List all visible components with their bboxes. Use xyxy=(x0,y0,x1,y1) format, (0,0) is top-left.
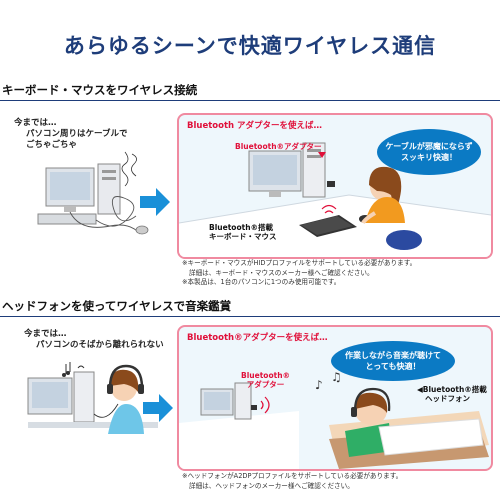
section2-device-label-line1: ◀Bluetooth®搭載 xyxy=(417,385,487,394)
section1-adapter-label: Bluetooth®アダプター xyxy=(235,142,322,151)
section2-before-text: 今までは… パソコンのそばから離れられない xyxy=(24,329,164,351)
svg-text:♫: ♫ xyxy=(331,370,342,384)
section2-heading: ヘッドフォンを使ってワイヤレスで音楽鑑賞 xyxy=(2,299,232,313)
section1-after-panel: Bluetooth アダプターを使えば… Bluetooth®アダプター ケーブ… xyxy=(177,113,493,259)
section1-arrow-icon xyxy=(140,188,170,216)
wireless-keyboard-illustration xyxy=(179,142,491,257)
section1-before-line1: 今までは… xyxy=(14,118,57,128)
section2-notes: ※ヘッドフォンがA2DPプロファイルをサポートしている必要があります。 詳細は、… xyxy=(182,472,402,491)
cluttered-pc-illustration xyxy=(37,151,149,235)
section2-panel-label: Bluetooth®アダプターを使えば… xyxy=(187,333,328,343)
section1-device-label-line1: Bluetooth®搭載 xyxy=(209,223,274,232)
section2-adapter-label-line1: Bluetooth® xyxy=(241,371,291,380)
section2-bubble-line1: 作業しながら音楽が聴けて xyxy=(345,351,441,360)
section1-panel-label: Bluetooth アダプターを使えば… xyxy=(187,121,323,131)
section1-before-line2: パソコン周りはケーブルで xyxy=(26,129,128,139)
section2-adapter-label-line2: アダプター xyxy=(246,380,285,389)
adapter-pointer-icon xyxy=(318,152,326,158)
section1-bubble-line2: スッキリ快適！ xyxy=(401,153,457,162)
section2-device-label-line2: ヘッドフォン xyxy=(425,394,470,403)
section2-device-label: ◀Bluetooth®搭載 ヘッドフォン xyxy=(417,385,487,403)
section2-arrow-icon xyxy=(143,394,173,422)
section1-divider xyxy=(0,100,500,101)
section1-device-label: Bluetooth®搭載 キーボード・マウス xyxy=(209,223,277,241)
section2-before-line1: 今までは… xyxy=(24,329,67,339)
svg-text:♪: ♪ xyxy=(315,378,323,392)
section2-adapter-label: Bluetooth® アダプター xyxy=(241,371,290,389)
section2-note-line2: 詳細は、ヘッドフォンのメーカー様へご確認ください。 xyxy=(189,481,354,490)
section1-notes: ※キーボード・マウスがHIDプロファイルをサポートしている必要があります。 詳細… xyxy=(182,259,416,288)
section2-after-panel: ♪ ♫ Bluetooth®アダプターを使えば… Bluetooth® アダプタ… xyxy=(177,325,493,471)
section2-divider xyxy=(0,316,500,317)
section1-note-line2: 詳細は、キーボード・マウスのメーカー様へご確認ください。 xyxy=(189,268,374,277)
section1-note-line1: ※キーボード・マウスがHIDプロファイルをサポートしている必要があります。 xyxy=(182,259,417,267)
wireless-headphone-illustration: ♪ ♫ xyxy=(179,370,489,469)
wired-headphone-illustration xyxy=(27,362,158,434)
section1-before-line3: ごちゃごちゃ xyxy=(26,140,78,150)
section2-benefit-bubble: 作業しながら音楽が聴けて とっても快適！ xyxy=(331,341,455,381)
section1-benefit-bubble: ケーブルが邪魔にならず スッキリ快適！ xyxy=(377,129,481,175)
section1-bubble-line1: ケーブルが邪魔にならず xyxy=(385,142,473,151)
section1-note-line3: ※本製品は、1台のパソコンに1つのみ使用可能です。 xyxy=(182,278,341,286)
section1-device-label-line2: キーボード・マウス xyxy=(209,232,277,241)
section2-bubble-line2: とっても快適！ xyxy=(365,362,421,371)
section2-before-line2: パソコンのそばから離れられない xyxy=(36,340,164,350)
page-title: あらゆるシーンで快適ワイヤレス通信 xyxy=(63,34,437,58)
section1-before-text: 今までは… パソコン周りはケーブルで ごちゃごちゃ xyxy=(14,118,128,151)
section2-note-line1: ※ヘッドフォンがA2DPプロファイルをサポートしている必要があります。 xyxy=(182,472,403,480)
section1-heading: キーボード・マウスをワイヤレス接続 xyxy=(2,83,198,97)
